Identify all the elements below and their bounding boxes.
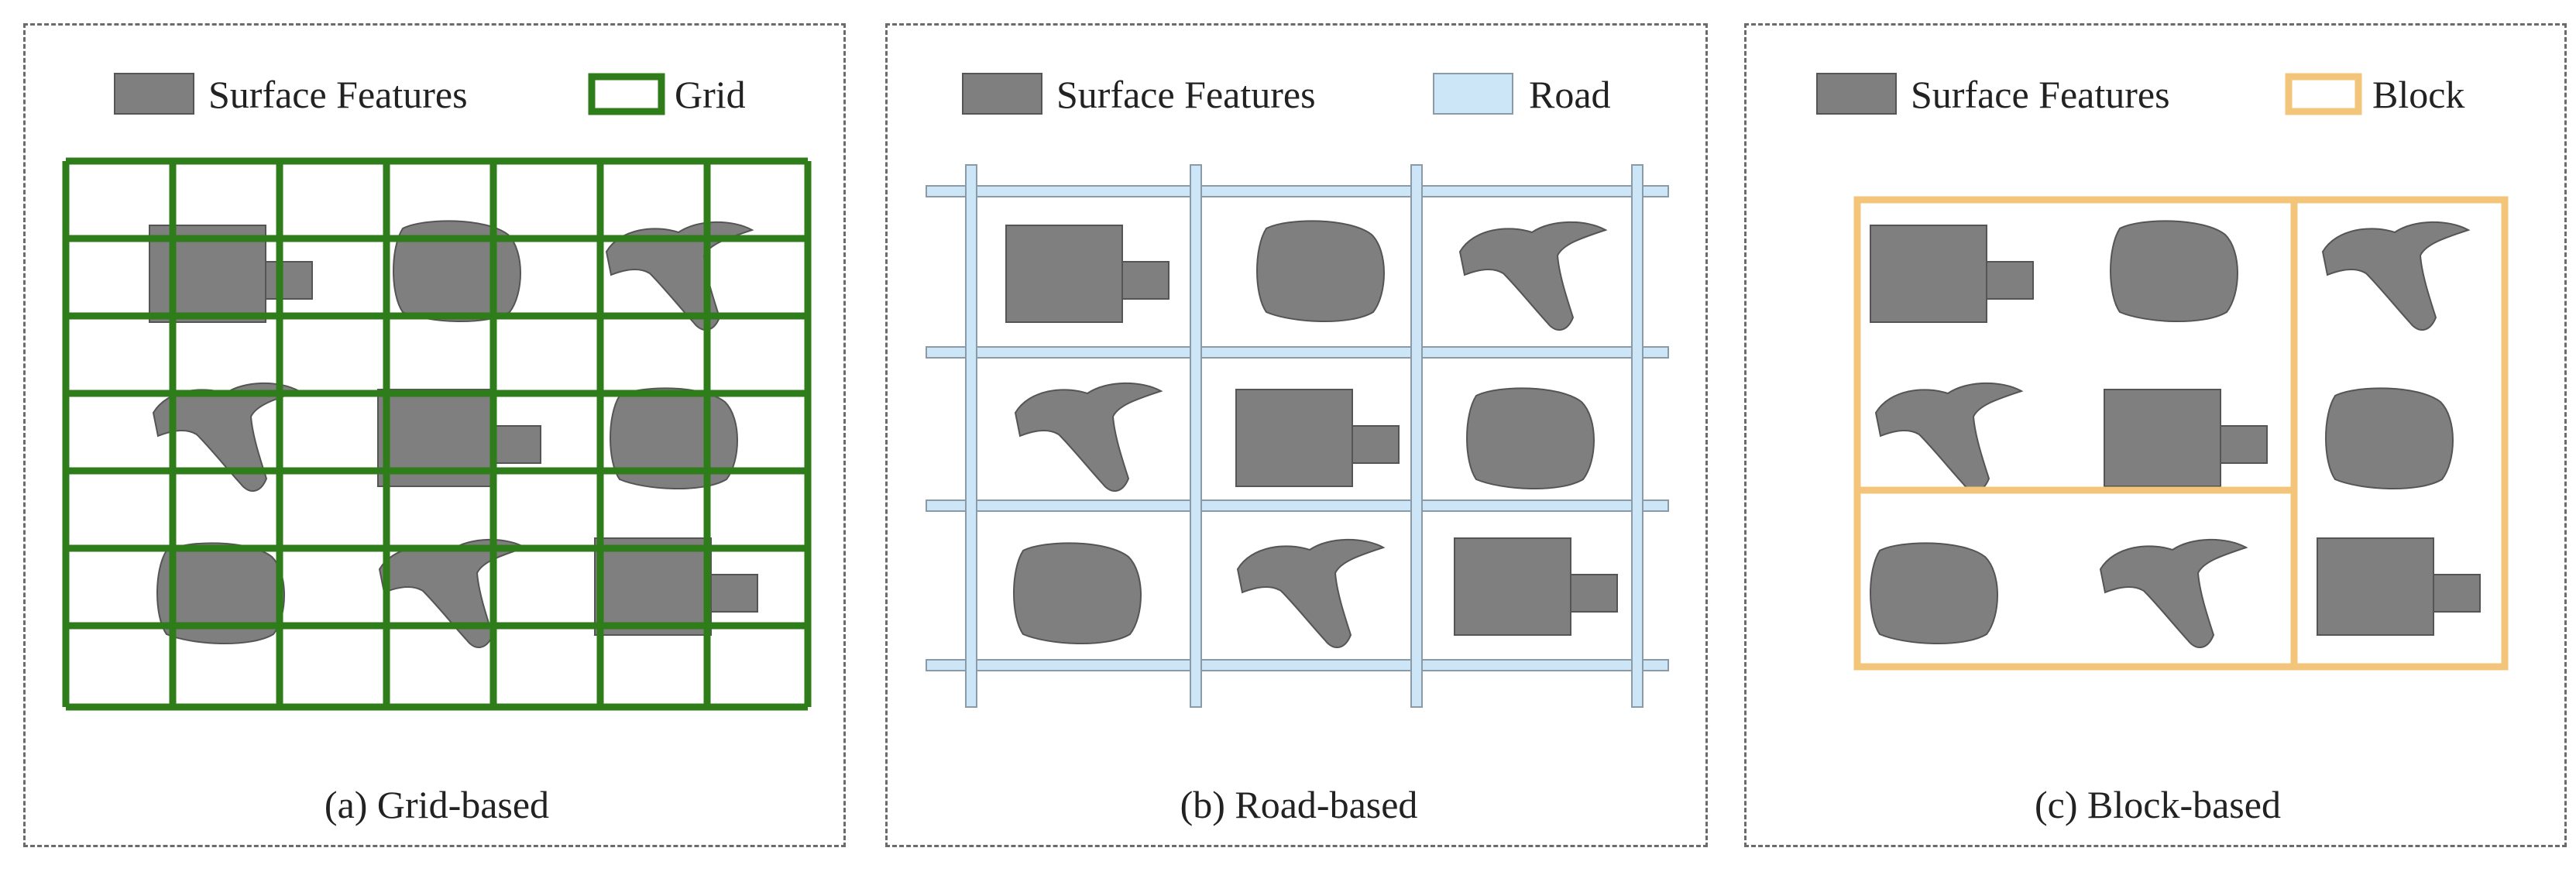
legend-grid-label: Grid	[675, 73, 746, 116]
road-vertical	[1631, 164, 1643, 708]
legend-surface-features-label: Surface Features	[1056, 73, 1316, 116]
surface-feature-wing	[1237, 538, 1384, 649]
legend-grid-swatch	[588, 73, 665, 115]
road-based-caption: (b) Road-based	[1180, 783, 1418, 826]
legend-surface-features-label: Surface Features	[1911, 73, 2170, 116]
surface-feature-wing	[1015, 382, 1162, 493]
block-right	[2290, 196, 2509, 671]
legend-surface-features-label: Surface Features	[208, 73, 468, 116]
grid-based-panel: Surface Features Grid (a) Grid-based	[23, 23, 846, 847]
features	[1005, 220, 1618, 649]
legend-surface-features-swatch	[114, 73, 194, 115]
legend-road-swatch	[1433, 73, 1513, 115]
grid-based-caption: (a) Grid-based	[325, 783, 549, 826]
grid	[62, 157, 812, 711]
legend-surface-features-swatch	[1816, 73, 1897, 115]
road-horizontal	[926, 185, 1669, 197]
legend-block-swatch	[2285, 73, 2362, 115]
surface-feature-blob	[1013, 542, 1142, 645]
grid-based-diagram: Surface Features Grid (a) Grid-based	[62, 73, 812, 826]
block-based-diagram: Surface Features Block (c) Block-based	[1816, 73, 2509, 826]
surface-feature-wing	[2322, 221, 2469, 331]
surface-feature-wing	[2100, 538, 2247, 649]
surface-feature-building	[1870, 225, 2034, 323]
block-based-caption: (c) Block-based	[2035, 783, 2281, 826]
surface-feature-blob	[2325, 387, 2454, 490]
surface-feature-blob	[2110, 220, 2238, 323]
surface-feature-blob	[1466, 387, 1595, 490]
surface-feature-wing	[379, 538, 526, 649]
block-based-panel: Surface Features Block (c) Block-based	[1744, 23, 2567, 847]
road-vertical	[965, 164, 977, 708]
road-based-diagram: Surface Features Road (b) Road-based	[926, 73, 1669, 826]
surface-feature-building	[1005, 225, 1170, 323]
surface-feature-wing	[1459, 221, 1606, 331]
legend: Surface Features Block	[1816, 73, 2464, 116]
blocks	[1853, 196, 2509, 671]
legend-road-label: Road	[1529, 73, 1611, 116]
road-horizontal	[926, 499, 1669, 512]
surface-feature-blob	[1256, 220, 1385, 323]
legend: Surface Features Grid	[114, 73, 746, 116]
road-vertical	[1190, 164, 1202, 708]
surface-feature-building	[594, 537, 758, 636]
road-based-panel: Surface Features Road (b) Road-based	[885, 23, 1708, 847]
surface-feature-blob	[1870, 542, 1998, 645]
legend-surface-features-swatch	[962, 73, 1042, 115]
surface-feature-building	[2104, 389, 2268, 487]
roads	[926, 164, 1669, 708]
road-horizontal	[926, 346, 1669, 359]
features	[1870, 220, 2481, 649]
surface-feature-building	[1454, 537, 1618, 636]
surface-feature-building	[1235, 389, 1400, 487]
surface-feature-wing	[1875, 382, 2022, 493]
legend: Surface Features Road	[962, 73, 1611, 116]
road-vertical	[1410, 164, 1423, 708]
road-horizontal	[926, 659, 1669, 671]
surface-feature-building	[2317, 537, 2481, 636]
legend-block-label: Block	[2372, 73, 2464, 116]
features	[149, 220, 758, 649]
